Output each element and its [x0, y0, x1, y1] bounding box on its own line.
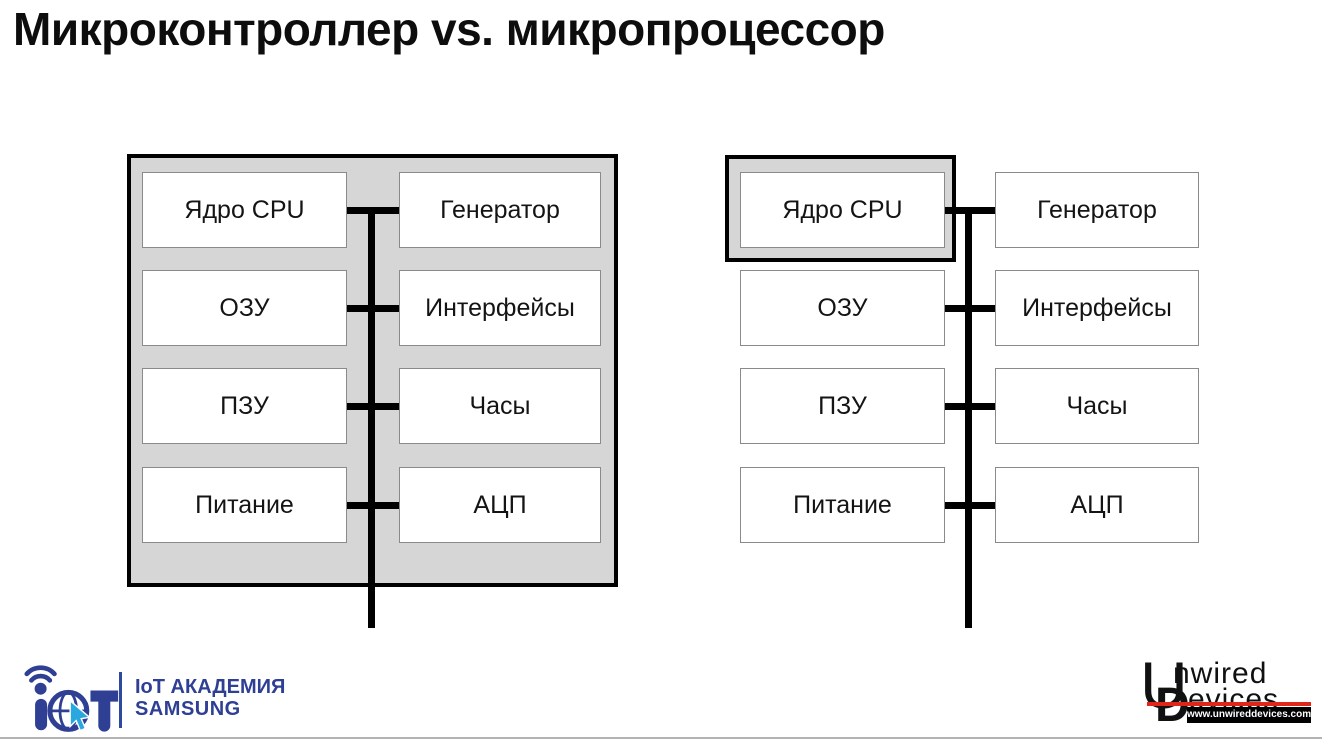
- mc-block-power: Питание: [142, 467, 347, 543]
- mp-block-power: Питание: [740, 467, 945, 543]
- logo-red-underline: [1147, 702, 1311, 706]
- logo-separator: [119, 672, 122, 728]
- unwired-initial-u: U: [1140, 648, 1188, 722]
- mc-connector-row4: [347, 502, 399, 509]
- unwired-word-rest: nwired: [1173, 657, 1268, 690]
- samsung-label: SAMSUNG: [135, 698, 241, 720]
- mp-block-ram: ОЗУ: [740, 270, 945, 346]
- unwired-url: www.unwireddevices.com: [1187, 707, 1311, 723]
- mc-connector-row2: [347, 305, 399, 312]
- mp-block-cpu-core: Ядро CPU: [740, 172, 945, 248]
- mp-connector-row1: [945, 207, 995, 214]
- mc-block-ram: ОЗУ: [142, 270, 347, 346]
- mp-block-adc: АЦП: [995, 467, 1199, 543]
- mc-block-cpu-core: Ядро CPU: [142, 172, 347, 248]
- mc-block-clock: Часы: [399, 368, 601, 444]
- devices-initial-d: D: [1155, 682, 1190, 730]
- page-title: Микроконтроллер vs. микропроцессор: [13, 3, 885, 55]
- mp-connector-row3: [945, 403, 995, 410]
- mc-block-adc: АЦП: [399, 467, 601, 543]
- mc-block-interfaces: Интерфейсы: [399, 270, 601, 346]
- iot-academy-label: IoT АКАДЕМИЯ: [135, 676, 286, 698]
- mc-bus-line: [368, 207, 375, 628]
- mp-block-clock: Часы: [995, 368, 1199, 444]
- unwired-devices-logo: U nwired D evices www.unwireddevices.com: [1140, 652, 1315, 736]
- mp-block-interfaces: Интерфейсы: [995, 270, 1199, 346]
- mp-block-generator: Генератор: [995, 172, 1199, 248]
- samsung-logo-text: IoT АКАДЕМИЯ SAMSUNG: [135, 676, 285, 720]
- samsung-iot-academy-logo: IoT АКАДЕМИЯ SAMSUNG: [24, 660, 294, 734]
- iot-globe-cursor-icon: [24, 665, 119, 732]
- mc-connector-row1: [347, 207, 399, 214]
- mc-block-generator: Генератор: [399, 172, 601, 248]
- mp-connector-row4: [945, 502, 995, 509]
- mc-connector-row3: [347, 403, 399, 410]
- mc-block-rom: ПЗУ: [142, 368, 347, 444]
- mp-block-rom: ПЗУ: [740, 368, 945, 444]
- mp-bus-line: [965, 207, 972, 628]
- mp-connector-row2: [945, 305, 995, 312]
- slide-bottom-edge: [0, 737, 1322, 739]
